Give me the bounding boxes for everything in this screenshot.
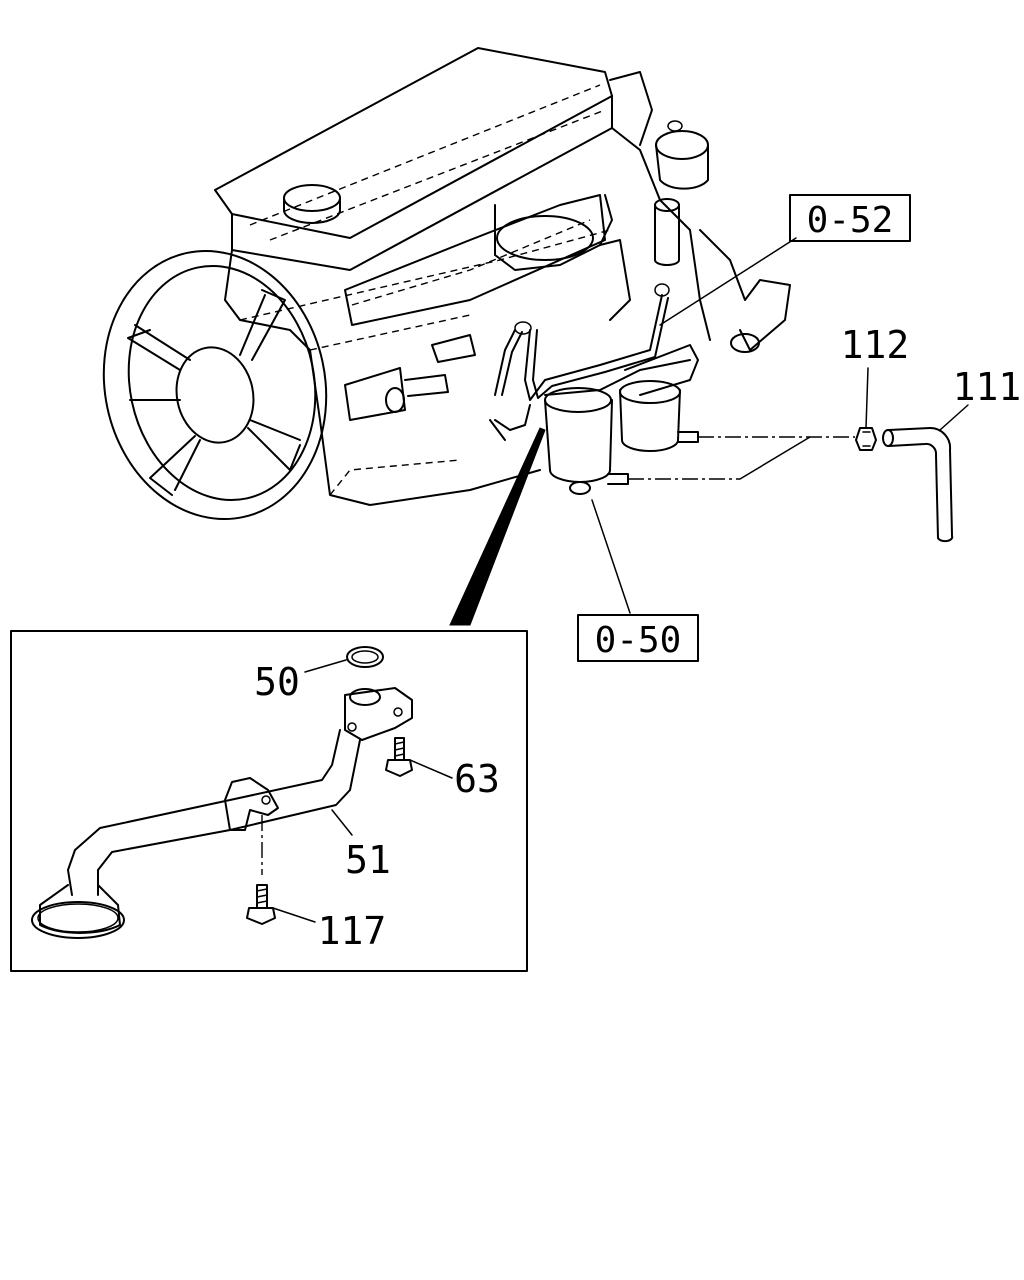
leader-50 <box>304 659 347 673</box>
detail-inset-box <box>10 630 528 972</box>
leader-51 <box>331 809 353 836</box>
part-label-63: 63 <box>454 757 500 801</box>
leader-117 <box>272 907 316 923</box>
leader-63 <box>409 759 453 779</box>
o-ring-part-50 <box>346 646 384 668</box>
hose-part-111 <box>882 426 954 543</box>
fan-pulley <box>102 249 328 521</box>
leader-0-52 <box>659 237 797 326</box>
strainer-pipe-part-51 <box>31 687 413 939</box>
clamp-part-112 <box>855 427 877 451</box>
detail-pointer <box>449 427 546 626</box>
part-label-50: 50 <box>254 660 300 704</box>
part-label-111: 111 <box>953 365 1022 409</box>
filter-assembly <box>489 283 699 495</box>
part-label-117: 117 <box>318 909 387 953</box>
ref-label-0-50: 0-50 <box>595 620 682 661</box>
bolt-part-117 <box>246 884 276 925</box>
ref-box-0-52 <box>789 194 911 242</box>
ref-label-0-52: 0-52 <box>807 200 894 241</box>
ref-box-0-50 <box>577 614 699 662</box>
leader-111 <box>939 404 969 431</box>
leader-0-50 <box>591 499 631 614</box>
part-label-51: 51 <box>345 838 391 882</box>
part-label-112: 112 <box>841 323 910 367</box>
connection-line <box>739 436 811 480</box>
leader-112 <box>865 367 869 429</box>
bolt-part-63 <box>385 737 413 777</box>
